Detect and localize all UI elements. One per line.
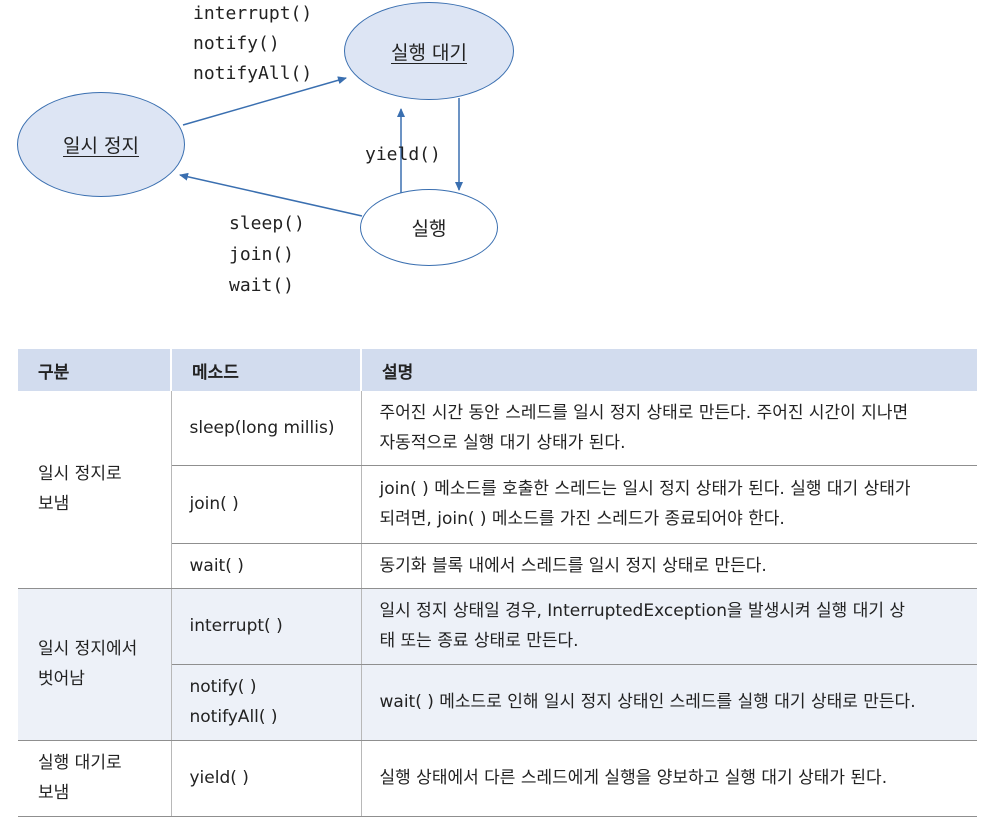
description-cell: 실행 상태에서 다른 스레드에게 실행을 양보하고 실행 대기 상태가 된다. — [361, 740, 977, 817]
thread-state-diagram: 실행 대기 일시 정지 실행 interrupt() notify() noti… — [0, 0, 986, 330]
description-cell: wait( ) 메소드로 인해 일시 정지 상태인 스레드를 실행 대기 상태로… — [361, 664, 977, 741]
category-line: 실행 대기로 — [38, 753, 122, 773]
description-line: join( ) 메소드를 호출한 스레드는 일시 정지 상태가 된다. 실행 대… — [379, 479, 911, 499]
method-line: wait( ) — [189, 555, 244, 576]
table-row: 실행 대기로 보냄 yield( ) 실행 상태에서 다른 스레드에게 실행을 … — [18, 740, 977, 817]
method-label: join() — [229, 244, 295, 265]
arrow-running-to-paused — [179, 172, 363, 217]
method-cell: yield( ) — [171, 740, 362, 817]
method-line: interrupt( ) — [189, 616, 283, 636]
category-line: 일시 정지에서 — [38, 639, 138, 659]
table-row: wait( ) 동기화 블록 내에서 스레드를 일시 정지 상태로 만든다. — [18, 543, 977, 589]
category-line: 벗어남 — [38, 669, 85, 689]
table-header-row: 구분 메소드 설명 — [18, 349, 977, 391]
node-paused: 일시 정지 — [17, 92, 185, 197]
to-paused-methods: sleep() join() wait() — [229, 208, 305, 301]
category-line: 보냄 — [38, 494, 70, 515]
category-line: 일시 정지로 — [38, 464, 122, 485]
description-cell: 주어진 시간 동안 스레드를 일시 정지 상태로 만든다. 주어진 시간이 지나… — [361, 391, 977, 466]
yield-method: yield() — [365, 140, 441, 170]
description-line: 태 또는 종료 상태로 만든다. — [379, 631, 579, 651]
method-label: yield() — [365, 144, 441, 165]
node-runnable: 실행 대기 — [344, 2, 514, 100]
method-line: notifyAll( ) — [189, 707, 278, 727]
table-row: 일시 정지에서 벗어남 interrupt( ) 일시 정지 상태일 경우, I… — [18, 588, 977, 741]
method-line: notify( ) — [189, 677, 257, 697]
method-line: sleep(long millis) — [189, 417, 335, 438]
thread-method-table: 구분 메소드 설명 일시 정지로 보냄 sleep(long millis) 주… — [18, 349, 977, 817]
method-label: interrupt() — [193, 3, 313, 24]
node-runnable-label: 실행 대기 — [391, 41, 467, 64]
method-line: join( ) — [189, 494, 239, 514]
node-running: 실행 — [360, 189, 498, 266]
header-category: 구분 — [18, 349, 172, 391]
header-method: 메소드 — [171, 349, 362, 391]
method-cell: wait( ) — [171, 543, 362, 589]
method-cell: notify( ) notifyAll( ) — [171, 664, 362, 741]
method-cell: interrupt( ) — [171, 588, 362, 665]
description-line: wait( ) 메소드로 인해 일시 정지 상태인 스레드를 실행 대기 상태로… — [379, 692, 916, 712]
category-cell: 실행 대기로 보냄 — [18, 740, 172, 817]
arrow-paused-to-runnable — [182, 76, 347, 126]
method-label: notify() — [193, 33, 280, 54]
category-line: 보냄 — [38, 783, 70, 803]
category-cell: 일시 정지로 보냄 — [18, 391, 172, 589]
table-row: 일시 정지로 보냄 sleep(long millis) 주어진 시간 동안 스… — [18, 391, 977, 589]
method-line: yield( ) — [189, 768, 249, 788]
description-line: 되려면, join( ) 메소드를 가진 스레드가 종료되어야 한다. — [379, 509, 785, 529]
description-cell: 일시 정지 상태일 경우, InterruptedException을 발생시켜… — [361, 588, 977, 665]
method-label: wait() — [229, 275, 295, 296]
description-line: 자동적으로 실행 대기 상태가 된다. — [379, 432, 626, 453]
method-cell: sleep(long millis) — [171, 391, 362, 466]
method-cell: join( ) — [171, 465, 362, 544]
table-row: join( ) join( ) 메소드를 호출한 스레드는 일시 정지 상태가 … — [18, 465, 977, 544]
node-paused-label: 일시 정지 — [63, 135, 139, 157]
category-cell: 일시 정지에서 벗어남 — [18, 588, 172, 741]
method-label: notifyAll() — [193, 63, 313, 84]
header-description: 설명 — [361, 349, 977, 391]
description-cell: join( ) 메소드를 호출한 스레드는 일시 정지 상태가 된다. 실행 대… — [361, 465, 977, 544]
table-row: notify( ) notifyAll( ) wait( ) 메소드로 인해 일… — [18, 664, 977, 741]
diagram-arrows — [179, 76, 463, 217]
description-line: 동기화 블록 내에서 스레드를 일시 정지 상태로 만든다. — [379, 555, 767, 576]
to-runnable-methods: interrupt() notify() notifyAll() — [193, 0, 312, 89]
description-line: 주어진 시간 동안 스레드를 일시 정지 상태로 만든다. 주어진 시간이 지나… — [379, 402, 909, 423]
description-cell: 동기화 블록 내에서 스레드를 일시 정지 상태로 만든다. — [361, 543, 977, 589]
method-label: sleep() — [229, 213, 305, 234]
node-running-label: 실행 — [411, 218, 447, 240]
description-line: 일시 정지 상태일 경우, InterruptedException을 발생시켜… — [379, 601, 906, 621]
description-line: 실행 상태에서 다른 스레드에게 실행을 양보하고 실행 대기 상태가 된다. — [379, 768, 888, 788]
